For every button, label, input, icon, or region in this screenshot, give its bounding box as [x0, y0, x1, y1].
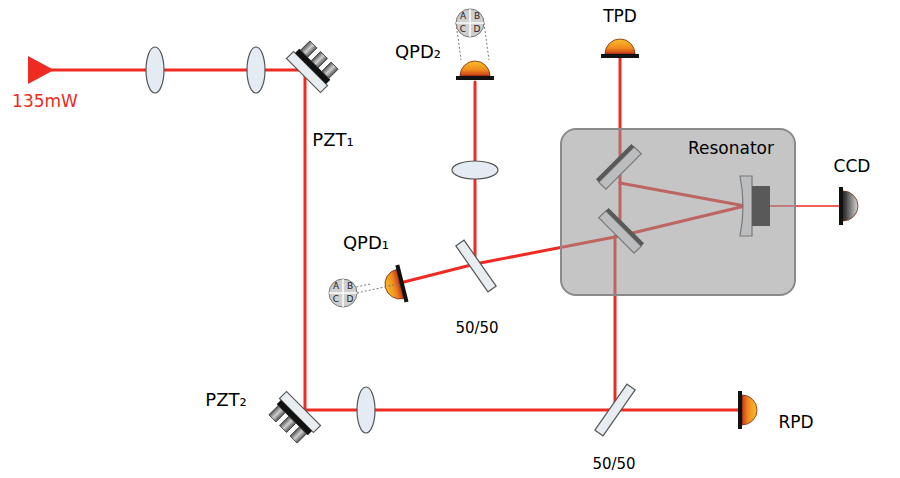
- pzt-actuator: [269, 406, 285, 422]
- ccd-camera: [839, 187, 858, 225]
- leader-line: [357, 284, 398, 293]
- detector-body: [605, 39, 635, 54]
- quadrant-letter: D: [474, 25, 481, 35]
- quadrant-divider: [342, 279, 343, 307]
- part-name: TPD: [603, 7, 637, 26]
- component-group: [28, 9, 858, 446]
- quadrant-letter: B: [474, 12, 480, 22]
- part-name: CCD: [834, 157, 871, 176]
- pzt-mirror: [286, 38, 340, 92]
- split-ratio: 50/50: [592, 456, 635, 473]
- pzt-actuator: [311, 51, 327, 67]
- part-name: PZT₂: [205, 390, 246, 410]
- detector-face: [456, 76, 494, 80]
- pzt-actuator: [279, 416, 295, 432]
- power-label: 135mW: [12, 92, 78, 111]
- detector-face: [839, 187, 843, 225]
- detector-face: [738, 391, 742, 429]
- mirror-substrate: [595, 384, 635, 436]
- detector-body: [843, 191, 858, 221]
- quadrant-letter: B: [347, 282, 353, 292]
- resonator-housing: Resonator: [560, 128, 796, 296]
- quadrant-letter: D: [347, 295, 354, 305]
- beam-splitter: [456, 240, 496, 292]
- photodiode: [601, 39, 639, 58]
- pzt-mount: [277, 400, 312, 435]
- part-name: PZT₁: [312, 130, 353, 150]
- quadrant-photodiode: [456, 61, 494, 80]
- quadrant-divider: [469, 9, 470, 37]
- quadrant-letter: A: [460, 12, 466, 22]
- pzt-actuator: [322, 62, 338, 78]
- lens: [146, 47, 164, 93]
- quadrant-letter: C: [460, 25, 466, 35]
- photodiode: [738, 391, 757, 429]
- pzt-mirror: [266, 391, 320, 445]
- pzt-actuator: [290, 427, 306, 443]
- lens: [357, 387, 375, 433]
- component-label: Resonator: [688, 138, 786, 158]
- laser-source: [28, 56, 54, 84]
- quadrant-icon: [456, 9, 484, 37]
- beam-splitter: [595, 384, 635, 436]
- pzt-actuator: [301, 41, 317, 57]
- lens: [247, 47, 265, 93]
- detector-face: [395, 265, 408, 303]
- quadrant-letter: C: [333, 295, 339, 305]
- detector-body: [460, 61, 490, 76]
- mirror-substrate: [456, 240, 496, 292]
- part-name: RPD: [778, 413, 813, 432]
- pzt-mount: [295, 49, 330, 84]
- split-ratio: 50/50: [455, 320, 498, 337]
- detector-face: [601, 54, 639, 58]
- quadrant-icon: [329, 279, 357, 307]
- part-name: QPD₂: [395, 42, 441, 62]
- leader-line: [484, 23, 489, 60]
- quadrant-photodiode: [381, 265, 409, 306]
- part-name: QPD₁: [343, 233, 389, 253]
- lens: [452, 161, 498, 179]
- detector-body: [742, 395, 757, 425]
- beam-group: [52, 58, 840, 410]
- quadrant-letter: A: [333, 282, 339, 292]
